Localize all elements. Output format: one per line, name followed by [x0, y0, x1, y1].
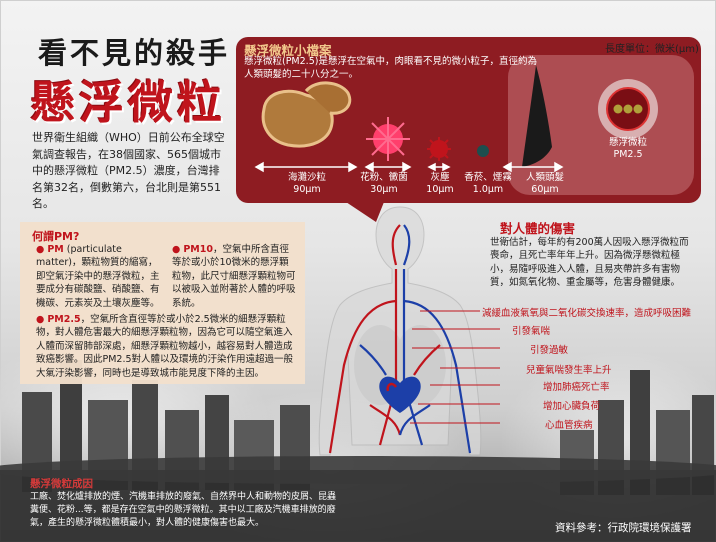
- effect-item: 引發氣喘: [512, 326, 551, 337]
- hair-strand-icon: [522, 65, 552, 167]
- pm25-particle-icon: [598, 79, 658, 139]
- pm25-definition: ● PM2.5，空氣所含直徑等於或小於2.5微米的細懸浮顆粒物，對人體危害最大的…: [36, 314, 294, 379]
- size-arrows: [254, 161, 564, 173]
- effect-item: 增加肺癌死亡率: [543, 382, 610, 393]
- effect-item: 兒童氣喘發生率上升: [526, 365, 612, 376]
- harm-text: 世衛估計，每年約有200萬人因吸入懸浮微粒而喪命，且死亡率年年上升。因為微浮懸微…: [490, 237, 689, 289]
- unit-label: 長度單位：微米(μm): [605, 44, 699, 55]
- what-is-pm-title: 何謂PM?: [32, 230, 80, 243]
- profile-title: 懸浮微粒小檔案: [244, 43, 332, 58]
- title-line2: 懸浮微粒: [30, 76, 227, 129]
- pollen-icon: [366, 117, 410, 161]
- dust-icon: [427, 137, 451, 161]
- title-line1: 看不見的殺手: [38, 36, 231, 70]
- effect-item: 增加心臟負荷: [543, 401, 601, 412]
- profile-description: 懸浮微粒(PM2.5)是懸浮在空氣中，肉眼看不見的微小粒子，直徑約為人類頭髮的二…: [244, 56, 537, 80]
- harm-title: 對人體的傷害: [500, 221, 576, 236]
- intro-text: 世界衛生組織（WHO）日前公布全球空氣調查報告，在38個國家、565個城市中的懸…: [32, 131, 225, 210]
- sources-text: 工廠、焚化爐排放的煙、汽機車排放的廢氣、自然界中人和動物的皮屑、昆蟲糞便、花粉.…: [30, 492, 337, 528]
- pm10-definition: ● PM10，空氣中所含直徑等於或小於10微米的懸浮顆粒物，此尺寸細懸浮顆粒物可…: [172, 244, 296, 309]
- effect-item: 引發過敏: [530, 345, 569, 356]
- sand-grain-icon: [261, 81, 352, 148]
- reference-text: 資料參考：行政院環境保護署: [555, 522, 692, 534]
- sources-title: 懸浮微粒成因: [30, 478, 93, 490]
- pm-definition: ● PM (particulate matter)，顆粒物質的縮寫，即空氣汙染中…: [36, 244, 160, 309]
- profile-graphics: [254, 55, 694, 222]
- what-is-pm-box: [20, 222, 305, 384]
- smoke-particle-icon: [477, 145, 489, 157]
- effect-item: 減緩血液氣氧與二氧化碳交換速率，造成呼吸困難: [482, 308, 692, 319]
- human-body-figure: [318, 206, 500, 456]
- effect-item: 心血管疾病: [545, 420, 593, 431]
